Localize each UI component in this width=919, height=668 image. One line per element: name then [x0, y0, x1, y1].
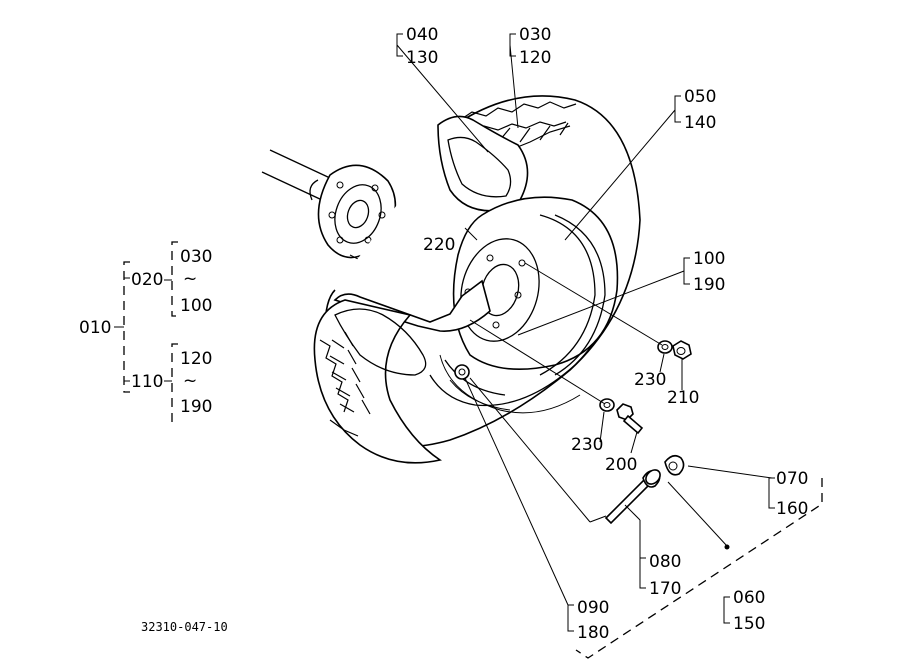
axle-shaft — [261, 149, 331, 201]
valve-cap — [664, 454, 685, 476]
tree-020-from: 030 — [180, 247, 212, 267]
drawing-code: 32310-047-10 — [141, 620, 228, 634]
callout-030-top: 030 — [519, 25, 551, 45]
valve-hole-fitting — [454, 364, 470, 380]
tree-020-tilde: ~ — [183, 269, 197, 289]
tree-group-020: 020 — [131, 270, 163, 290]
callout-050: 050 — [684, 87, 716, 107]
callout-190-right: 190 — [693, 275, 725, 295]
tree-110-to: 190 — [180, 397, 212, 417]
callout-040: 040 — [406, 25, 438, 45]
callout-090: 090 — [577, 598, 609, 618]
tire-tread-top — [459, 101, 577, 151]
tire-cutaway-lower — [313, 299, 443, 464]
valve-stem — [604, 469, 661, 525]
callout-060: 060 — [733, 588, 765, 608]
tree-020-to: 100 — [180, 296, 212, 316]
wheel-bolt — [599, 398, 644, 435]
tree-group-110: 110 — [131, 372, 163, 392]
callout-070: 070 — [776, 469, 808, 489]
callout-120-top: 120 — [519, 48, 551, 68]
callout-210: 210 — [667, 388, 699, 408]
tree-110-from: 120 — [180, 349, 212, 369]
callout-labels: 040 130 030 120 050 140 220 100 190 230 … — [406, 25, 808, 643]
tree-root-010: 010 — [79, 318, 111, 338]
assembly-tree-brackets — [114, 241, 178, 423]
callout-220: 220 — [423, 235, 455, 255]
rim-flange-plate — [333, 279, 491, 332]
callout-130: 130 — [406, 48, 438, 68]
callout-140: 140 — [684, 113, 716, 133]
assembly-tree-labels: 010 020 030 ~ 100 110 120 ~ 190 — [79, 247, 212, 417]
callout-080: 080 — [649, 552, 681, 572]
callout-200: 200 — [605, 455, 637, 475]
callout-100-right: 100 — [693, 249, 725, 269]
callout-170: 170 — [649, 579, 681, 599]
tire-tread-lower — [319, 331, 371, 437]
callout-160: 160 — [776, 499, 808, 519]
valve-group-bracket — [575, 478, 823, 659]
tree-110-tilde: ~ — [183, 371, 197, 391]
callout-230-a: 230 — [634, 370, 666, 390]
callout-150: 150 — [733, 614, 765, 634]
hub-nut — [657, 340, 692, 360]
callout-230-b: 230 — [571, 435, 603, 455]
tire-cutaway-upper — [437, 115, 529, 212]
leader-lines — [396, 33, 775, 632]
callout-180: 180 — [577, 623, 609, 643]
